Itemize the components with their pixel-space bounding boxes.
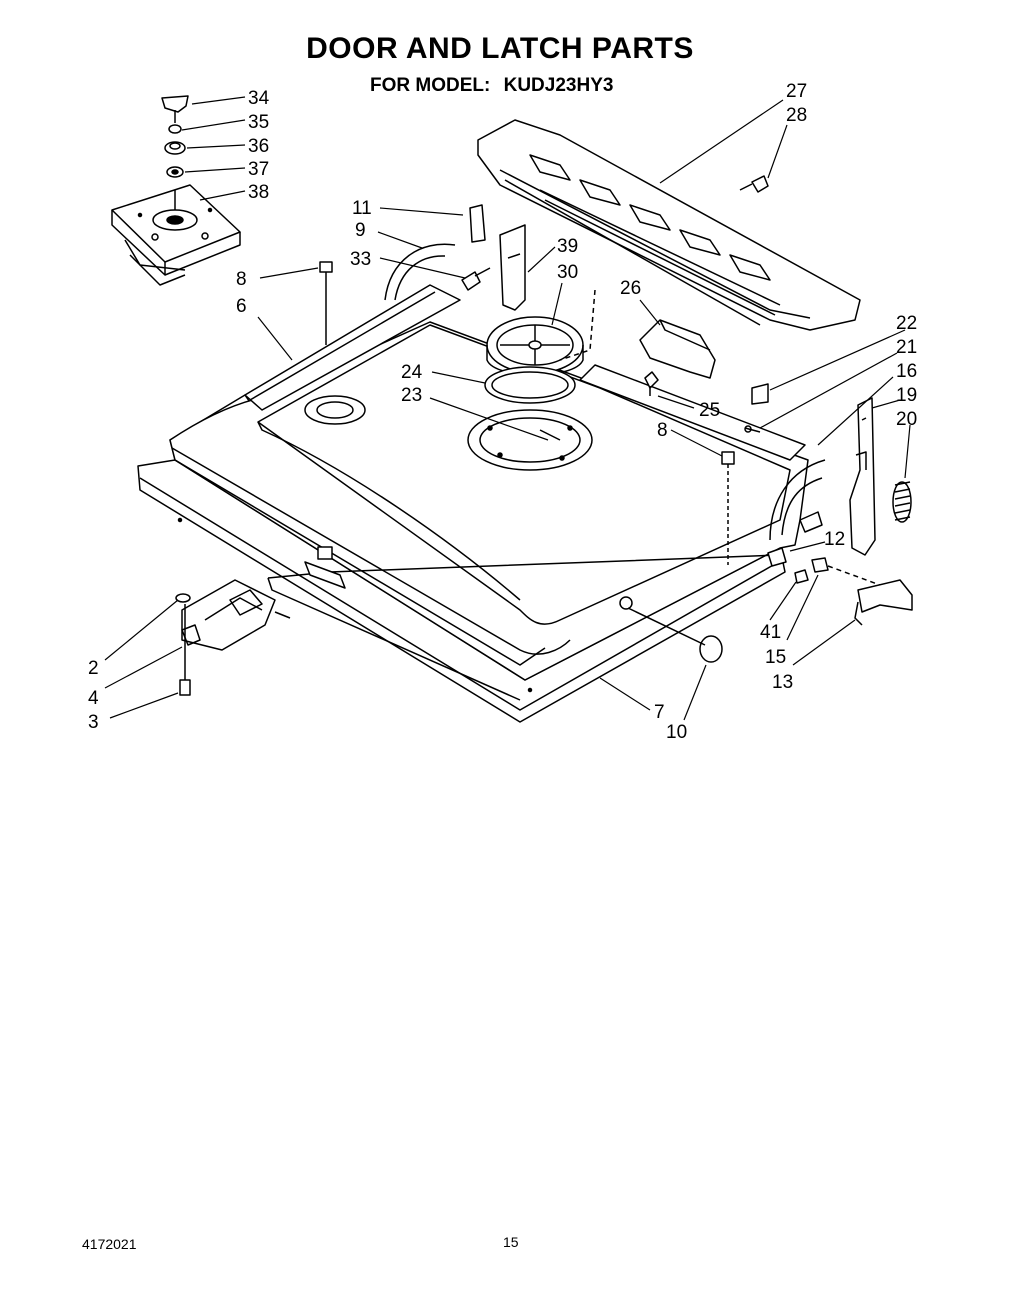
callout-24: 24 bbox=[401, 362, 423, 383]
callout-21: 21 bbox=[896, 337, 917, 358]
callout-20: 20 bbox=[896, 409, 917, 430]
page-number: 15 bbox=[503, 1234, 519, 1250]
callout-22: 22 bbox=[896, 313, 917, 334]
door-panel bbox=[137, 243, 826, 723]
callout-39: 39 bbox=[557, 236, 578, 257]
model-label: FOR MODEL: bbox=[370, 75, 491, 96]
callout-37: 37 bbox=[248, 159, 269, 180]
callout-34: 34 bbox=[248, 88, 270, 109]
callout-15: 15 bbox=[765, 647, 786, 668]
callout-28: 28 bbox=[786, 105, 807, 126]
callout-26: 26 bbox=[620, 278, 641, 299]
vent-part-27 bbox=[477, 119, 861, 331]
callout-41: 41 bbox=[760, 622, 781, 643]
callout-11: 11 bbox=[352, 198, 372, 219]
callout-2: 2 bbox=[88, 658, 99, 679]
callout-30: 30 bbox=[557, 262, 578, 283]
dispenser-part-38 bbox=[111, 184, 241, 286]
callout-10: 10 bbox=[666, 722, 687, 743]
model-line: FOR MODEL: KUDJ23HY3 bbox=[370, 75, 613, 97]
callout-8b: 8 bbox=[657, 420, 668, 441]
callout-7: 7 bbox=[654, 702, 665, 723]
callout-3: 3 bbox=[88, 712, 99, 733]
callout-27: 27 bbox=[786, 81, 807, 102]
callout-13: 13 bbox=[772, 672, 793, 693]
callout-19: 19 bbox=[896, 385, 917, 406]
callout-36: 36 bbox=[248, 136, 269, 157]
callout-9: 9 bbox=[355, 220, 366, 241]
callout-38: 38 bbox=[248, 182, 269, 203]
callout-35: 35 bbox=[248, 112, 269, 133]
callout-33: 33 bbox=[350, 249, 371, 270]
callout-25: 25 bbox=[699, 400, 720, 421]
hinge-assembly bbox=[175, 579, 291, 696]
callout-8a: 8 bbox=[236, 269, 247, 290]
model-number: KUDJ23HY3 bbox=[503, 75, 614, 96]
callout-4: 4 bbox=[88, 688, 99, 709]
callout-12: 12 bbox=[824, 529, 845, 550]
callout-numbers: 34 35 36 37 38 11 9 33 39 30 8 6 26 27 2… bbox=[88, 81, 917, 743]
callout-6: 6 bbox=[236, 296, 247, 317]
callout-23: 23 bbox=[401, 385, 422, 406]
page-title: DOOR AND LATCH PARTS bbox=[306, 32, 694, 65]
document-number: 4172021 bbox=[82, 1236, 137, 1252]
spray-wheel-30 bbox=[486, 316, 584, 376]
leader-lines bbox=[104, 96, 911, 721]
callout-16: 16 bbox=[896, 361, 917, 382]
